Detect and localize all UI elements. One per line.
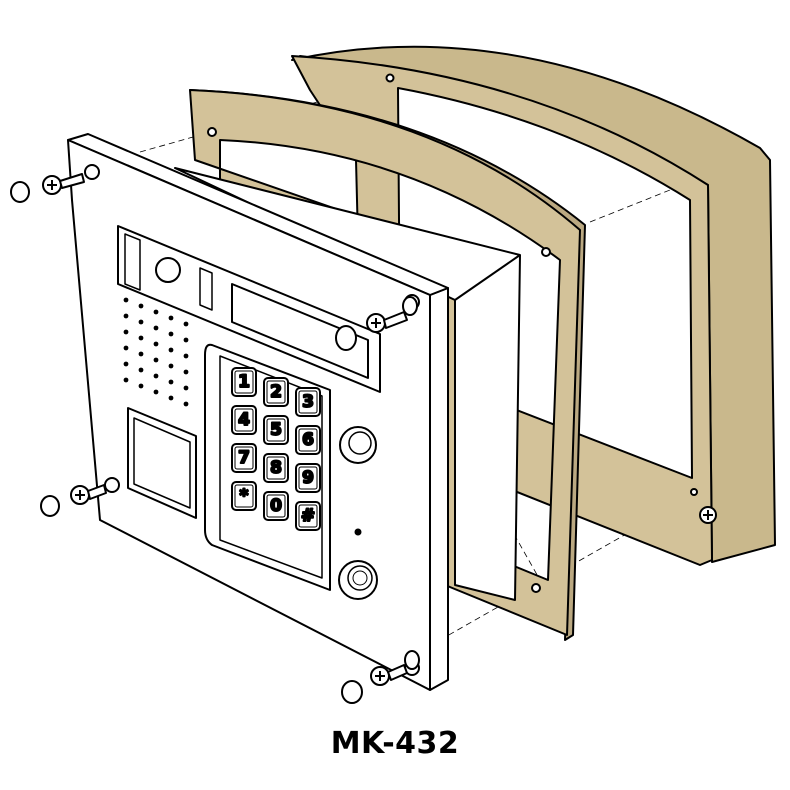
keypad-key[interactable]: * [231, 481, 257, 511]
screw-top-left-icon [42, 173, 85, 195]
grille-hole [123, 361, 129, 367]
keypad-key[interactable]: 0 [263, 491, 289, 521]
speaker-grille [123, 297, 189, 407]
keypad-key-label: 8 [270, 458, 282, 478]
grille-hole [123, 313, 129, 319]
screw-bottom-right-icon [370, 650, 420, 686]
grille-hole [138, 335, 144, 341]
panel-hole-bottom-left [104, 477, 120, 493]
keypad-key[interactable]: 7 [231, 443, 257, 473]
call-button-lower[interactable] [338, 560, 378, 600]
grille-hole [138, 303, 144, 309]
grille-hole [138, 351, 144, 357]
keypad-key[interactable]: 2 [263, 377, 289, 407]
grille-hole [168, 379, 174, 385]
grille-hole [183, 369, 189, 375]
grille-hole [153, 373, 159, 379]
keypad-key[interactable]: 4 [231, 405, 257, 435]
grille-hole [168, 363, 174, 369]
grille-hole [153, 389, 159, 395]
keypad-key[interactable]: 1 [231, 367, 257, 397]
grille-hole [168, 395, 174, 401]
indicator-led [354, 528, 362, 536]
cap-top-right [335, 325, 357, 351]
keypad-key-label: 4 [238, 410, 250, 430]
keypad-key[interactable]: 3 [295, 387, 321, 417]
grille-hole [123, 345, 129, 351]
grille-hole [153, 325, 159, 331]
screw-bottom-left-icon [70, 484, 107, 505]
grille-hole [168, 331, 174, 337]
grille-hole [183, 385, 189, 391]
frame-hole-bottom-right [531, 583, 541, 593]
frame-hole-top-right [541, 247, 551, 257]
model-caption: MK-432 [330, 726, 460, 761]
grille-hole [153, 357, 159, 363]
grille-hole [168, 347, 174, 353]
grille-hole [123, 329, 129, 335]
grille-hole [168, 315, 174, 321]
grille-hole [183, 337, 189, 343]
grille-hole [153, 341, 159, 347]
keypad-key[interactable]: 6 [295, 425, 321, 455]
keypad-key[interactable]: 8 [263, 453, 289, 483]
lcd-window [231, 283, 369, 379]
camera-lens [155, 257, 181, 283]
screw-top-right-icon [366, 296, 418, 333]
grille-hole [138, 383, 144, 389]
hood-side-screw-icon [699, 506, 717, 524]
grille-hole [183, 321, 189, 327]
grille-hole [153, 309, 159, 315]
frame [189, 89, 586, 641]
frame-hole-top-left [207, 127, 217, 137]
keypad-key-label: # [301, 506, 315, 526]
grille-hole [138, 319, 144, 325]
grille-hole [183, 353, 189, 359]
keypad-key[interactable]: # [295, 501, 321, 531]
cap-bottom-right [341, 680, 363, 704]
cap-top-left [10, 181, 30, 203]
keypad-key-label: 1 [238, 372, 250, 392]
panel-hole-top-left [84, 164, 100, 180]
keypad-key-label: * [240, 486, 249, 506]
keypad-key-label: 9 [302, 468, 314, 488]
keypad-key-label: 6 [302, 430, 314, 450]
keypad-key[interactable]: 5 [263, 415, 289, 445]
keypad-key-label: 0 [270, 496, 282, 516]
cap-bottom-left [40, 495, 60, 517]
grille-hole [123, 297, 129, 303]
keypad-key-label: 2 [270, 382, 282, 402]
hood-hole-top [385, 73, 395, 83]
keypad-key[interactable]: 9 [295, 463, 321, 493]
keypad-key-label: 7 [238, 448, 250, 468]
grille-hole [123, 377, 129, 383]
keypad-key-label: 5 [270, 420, 282, 440]
keypad-key-label: 3 [302, 392, 314, 412]
call-button-upper[interactable] [339, 426, 377, 464]
grille-hole [138, 367, 144, 373]
hood-hole-side [690, 488, 698, 496]
grille-hole [183, 401, 189, 407]
